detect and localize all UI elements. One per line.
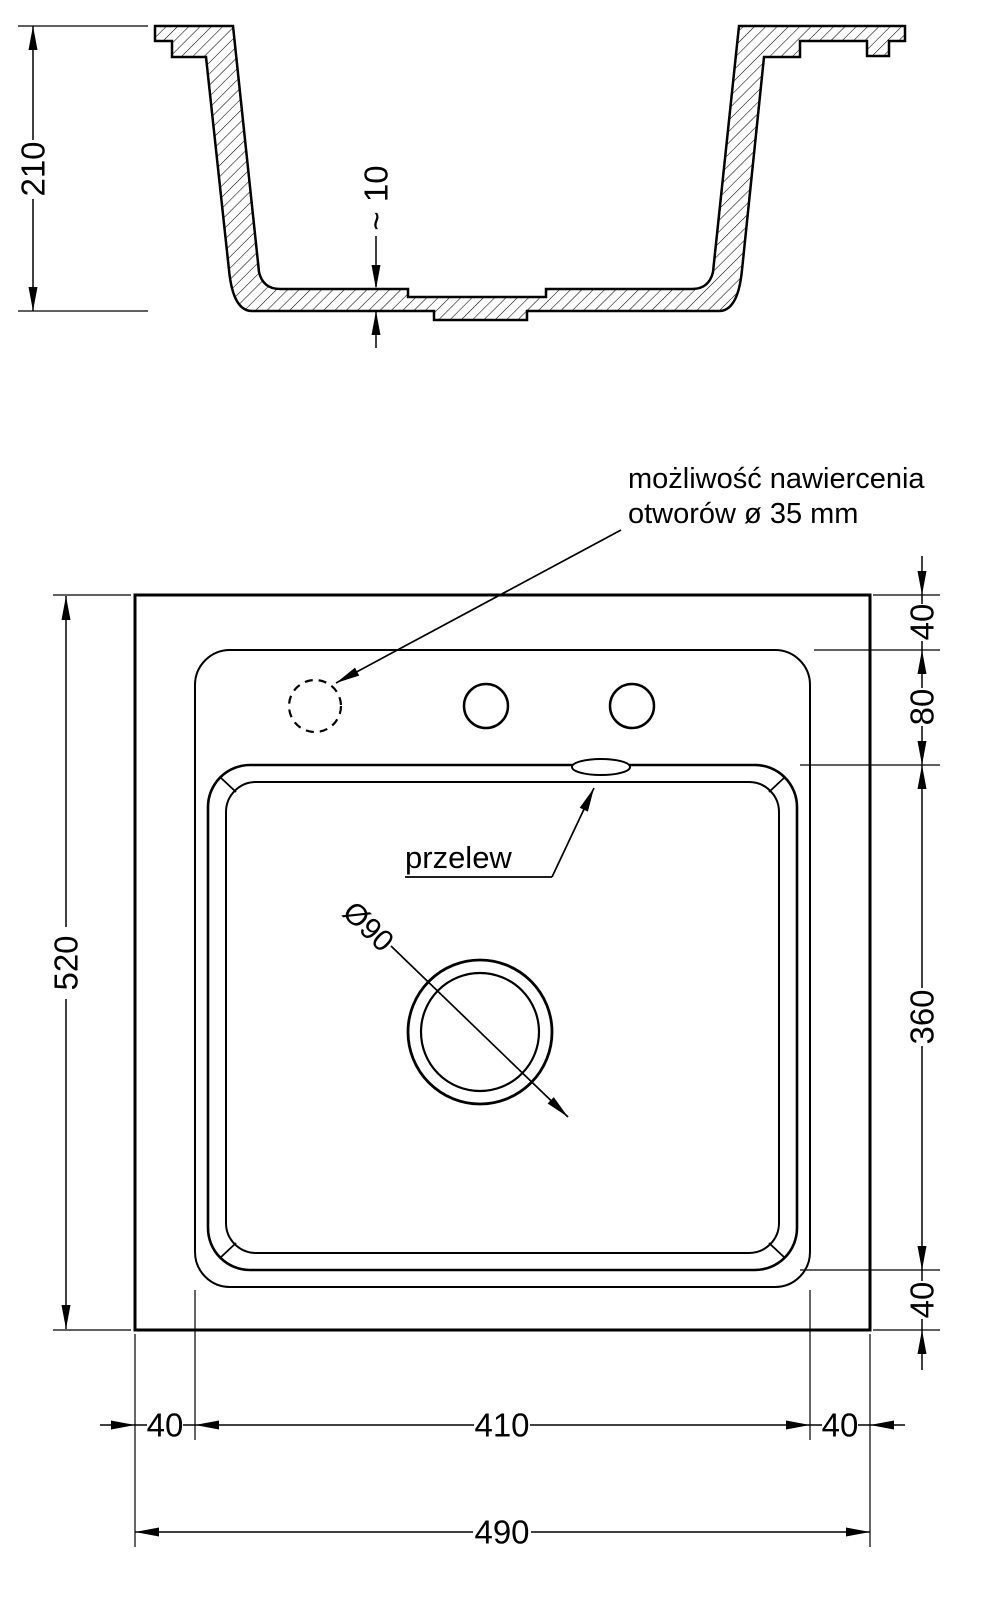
sink-deck-edge [194,649,811,1288]
overflow-annotation: przelew [405,787,595,878]
right-chained-dimensions: 40 80 360 40 [800,556,941,1370]
bottom-chained-dimensions: 40 410 40 [100,1290,905,1547]
overall-height-dim-label: 520 [48,935,85,990]
drill-note-line2: otworów ø 35 mm [628,498,858,530]
sink-outer-edge [133,593,872,1332]
drill-note-line1: możliwość nawiercenia [628,463,925,495]
overall-width-dimension: 490 [135,1514,870,1551]
overall-height-dimension: 520 [48,594,131,1331]
overall-width-dim-label: 490 [474,1514,529,1551]
drain-hole-outer [406,958,554,1106]
holes-to-basin-dim-label: 80 [904,689,941,726]
basin-to-bottom-edge-dim-label: 40 [904,1282,941,1319]
drain-diameter-label: Ø90 [336,895,400,958]
basin-rim-inner [225,781,780,1254]
drain-hole-inner [419,971,541,1093]
overflow-label: przelew [405,840,512,875]
overflow-slot [571,758,631,776]
faucet-hole-1 [462,682,510,730]
basin-width-dim-label: 410 [474,1407,529,1444]
basin-height-dim-label: 360 [904,989,941,1044]
section-view: 210 ~ 10 [15,24,907,348]
section-thickness-dim-label: ~ 10 [358,165,395,230]
plan-view: Ø90 przelew możliwość nawiercenia otworó… [48,463,941,1551]
drill-note-annotation: możliwość nawiercenia otworów ø 35 mm [335,463,925,684]
left-margin-dim-label: 40 [147,1407,184,1444]
drillable-faucet-hole [287,678,343,734]
top-edge-offset-dim-label: 40 [904,604,941,641]
faucet-hole-2 [608,682,656,730]
right-margin-dim-label: 40 [822,1407,859,1444]
basin-corner-lines [219,776,786,1259]
section-height-dim-label: 210 [15,141,52,196]
section-thickness-dimension: ~ 10 [358,165,395,348]
sink-cross-section-body [153,24,907,322]
basin-rim-outer [206,763,799,1272]
section-height-dimension: 210 [15,25,148,312]
